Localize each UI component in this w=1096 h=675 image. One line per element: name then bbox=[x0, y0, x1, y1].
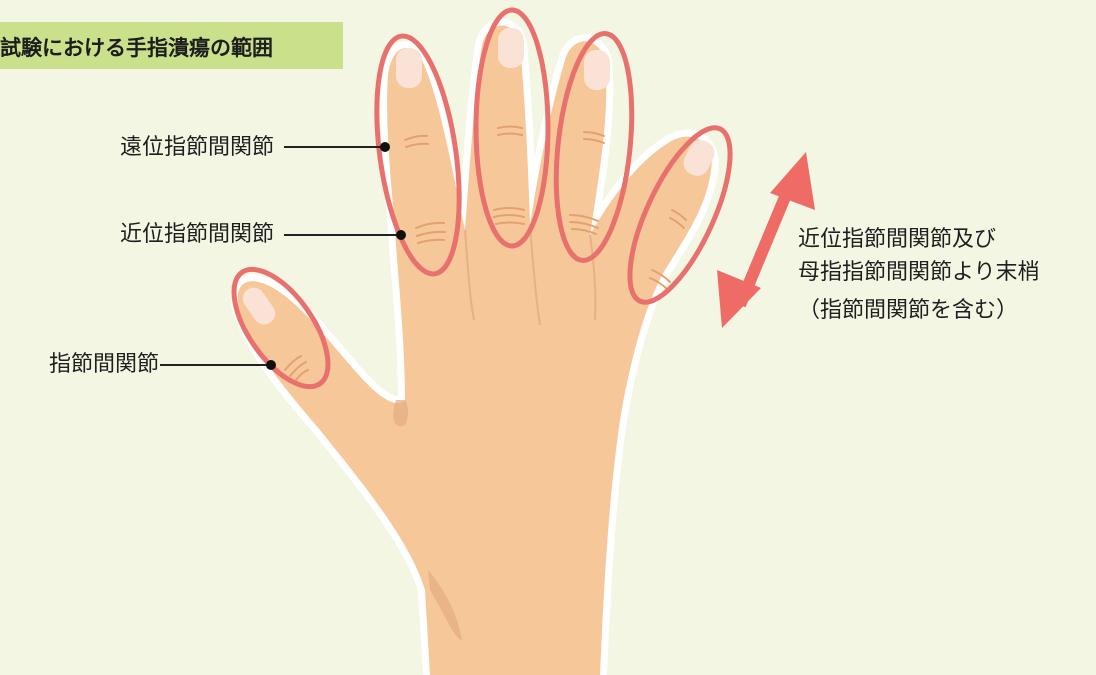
note-line-2: 母指指節間関節より末梢 bbox=[798, 258, 1040, 288]
nail-ring bbox=[584, 50, 610, 90]
leader-dot-icon bbox=[380, 142, 390, 152]
label-interphalangeal-joint: 指節間関節 bbox=[49, 350, 159, 380]
label-proximal-interphalangeal-joint: 近位指節間関節 bbox=[120, 220, 274, 250]
label-distal-interphalangeal-joint: 遠位指節間関節 bbox=[120, 133, 274, 163]
leader-dot-icon bbox=[266, 360, 276, 370]
nail-middle bbox=[498, 28, 524, 68]
leader-dot-icon bbox=[396, 230, 406, 240]
nail-index bbox=[396, 48, 422, 88]
note-line-3: （指節間関節を含む） bbox=[798, 296, 1018, 326]
note-line-1: 近位指節間関節及び bbox=[798, 225, 996, 255]
